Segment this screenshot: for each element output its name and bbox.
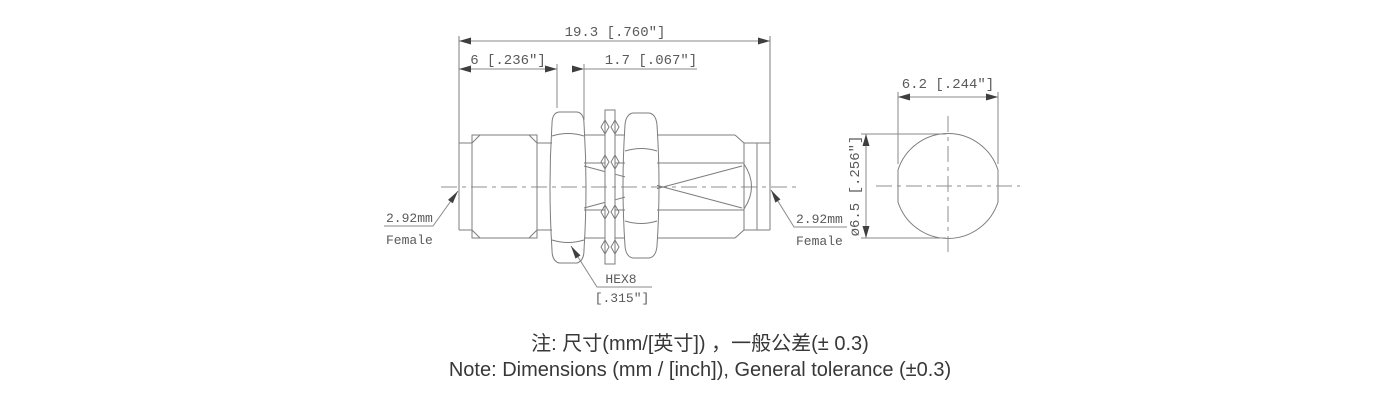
dim-left-text: 6 [.236″] bbox=[470, 53, 546, 69]
body-gap-lines bbox=[584, 134, 625, 239]
left-nut-outline bbox=[471, 134, 538, 239]
arrowhead bbox=[572, 65, 584, 73]
left-port-callout: 2.92mm Female bbox=[384, 190, 459, 248]
washer-teeth-right bbox=[610, 118, 620, 256]
arrowhead-bottom bbox=[862, 226, 870, 238]
hex8-flat-edges bbox=[551, 133, 585, 243]
arrowhead-right bbox=[758, 37, 770, 45]
dim-line bbox=[459, 64, 558, 108]
socket-end-arc bbox=[743, 163, 752, 210]
inner-cone-lines bbox=[583, 165, 743, 209]
hex-nut-flat-edges bbox=[624, 148, 658, 224]
lock-washer bbox=[600, 109, 620, 265]
hex-nut-outline bbox=[622, 112, 660, 259]
leader-line bbox=[384, 190, 459, 227]
outer-surface-lines bbox=[584, 134, 625, 239]
arrowhead-left bbox=[898, 93, 910, 101]
dim-panel-thickness: 1.7 [.067″] bbox=[572, 53, 697, 120]
note-line-zh: 注: 尺寸(mm/[英寸]) ，一般公差(± 0.3) bbox=[531, 333, 869, 355]
dim-flats-text: 6.2 [.244″] bbox=[902, 77, 994, 93]
hex8-size-text: [.315″] bbox=[595, 291, 650, 306]
left-port-type-text: 2.92mm bbox=[386, 211, 433, 226]
dim-overall-length: 19.3 [.760″] bbox=[459, 25, 770, 45]
leader-line bbox=[770, 189, 847, 228]
coupling-hex-nut bbox=[622, 112, 660, 259]
leader-arrowhead bbox=[771, 190, 781, 203]
right-port-type-text: 2.92mm bbox=[796, 212, 843, 227]
dim-line bbox=[861, 133, 946, 239]
right-body-chamfers bbox=[734, 134, 745, 239]
inner-bore-lines-right bbox=[657, 162, 744, 211]
right-connector-body bbox=[583, 36, 771, 239]
arrowhead-left bbox=[459, 37, 471, 45]
dim-line bbox=[583, 64, 697, 120]
right-body-outline bbox=[657, 134, 735, 239]
washer-teeth-left bbox=[600, 118, 610, 256]
right-port-callout: 2.92mm Female bbox=[770, 189, 847, 249]
arrowhead-right bbox=[986, 93, 998, 101]
dim-outer-diameter: ø6.5 [.256″] bbox=[848, 133, 946, 239]
arrowhead-left bbox=[459, 65, 471, 73]
right-port-gender-text: Female bbox=[796, 234, 843, 249]
inner-bore-lines-left bbox=[584, 162, 625, 211]
hex8-label-text: HEX8 bbox=[605, 272, 636, 287]
hex8-panel-nut bbox=[549, 111, 587, 264]
hex8-callout: HEX8 [.315″] bbox=[570, 245, 652, 306]
left-port-gender-text: Female bbox=[386, 233, 433, 248]
main-view: 19.3 [.760″] 6 [.236″] 1.7 [.067″] HEX8 bbox=[384, 25, 847, 306]
left-interface-stub bbox=[459, 142, 472, 231]
end-view: 6.2 [.244″] ø6.5 [.256″] bbox=[848, 77, 1020, 256]
left-neck bbox=[537, 142, 552, 231]
leader-arrowhead bbox=[571, 246, 581, 259]
arrowhead-right bbox=[545, 65, 557, 73]
end-view-outline bbox=[897, 133, 999, 239]
right-interface-steps bbox=[743, 142, 770, 231]
dim-total-text: 19.3 [.760″] bbox=[565, 25, 666, 41]
drawing-svg: 19.3 [.760″] 6 [.236″] 1.7 [.067″] HEX8 bbox=[384, 25, 1020, 306]
dim-diameter-text: ø6.5 [.256″] bbox=[848, 136, 864, 237]
hex8-outline bbox=[549, 111, 587, 264]
arrowhead-top bbox=[862, 134, 870, 146]
leader-line bbox=[570, 245, 652, 288]
leader-arrowhead bbox=[448, 191, 458, 204]
left-connector-body bbox=[458, 36, 552, 239]
note-line-en: Note: Dimensions (mm / [inch]), General … bbox=[448, 359, 952, 381]
dim-panel-text: 1.7 [.067″] bbox=[605, 53, 697, 69]
left-nut-chamfers bbox=[471, 134, 538, 239]
dim-line bbox=[897, 92, 999, 164]
washer-plate bbox=[604, 109, 616, 265]
dim-across-flats: 6.2 [.244″] bbox=[897, 77, 999, 164]
notes: 注: 尺寸(mm/[英寸]) ，一般公差(± 0.3) Note: Dimens… bbox=[0, 331, 1400, 383]
dim-left-length: 6 [.236″] bbox=[459, 53, 558, 108]
